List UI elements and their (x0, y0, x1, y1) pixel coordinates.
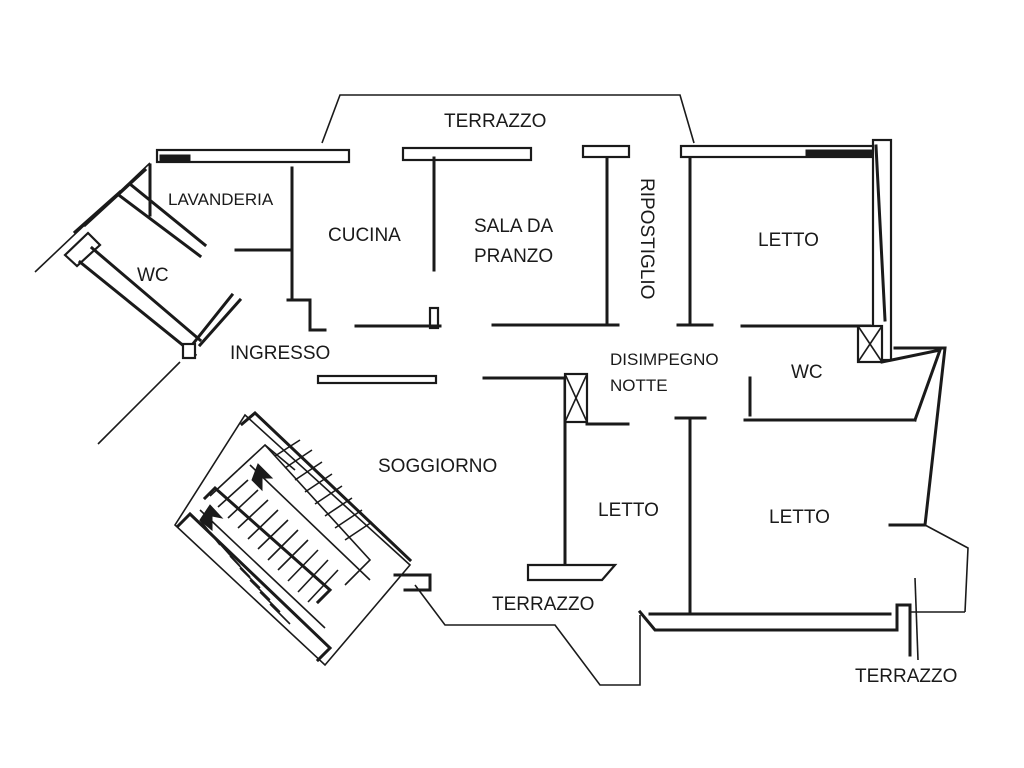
label-terrazzo-top: TERRAZZO (444, 111, 546, 132)
stair-treads (199, 439, 373, 625)
room-labels: TERRAZZO LAVANDERIA WC CUCINA SALA DA PR… (137, 111, 957, 687)
staircase (173, 410, 413, 667)
label-terrazzo-bottom: TERRAZZO (492, 594, 594, 615)
stair-arrow-up-1 (199, 504, 224, 532)
label-sala-line1: SALA DA (474, 216, 554, 237)
label-lavanderia: LAVANDERIA (168, 190, 274, 209)
terrace-top-outline (321, 94, 695, 144)
label-disimpegno-line2: NOTTE (610, 376, 668, 395)
stair-arrow-up-2 (251, 463, 274, 492)
label-ripostiglio: RIPOSTIGLIO (636, 178, 657, 299)
label-disimpegno-line1: DISIMPEGNO (610, 350, 719, 369)
south-outline (393, 573, 641, 686)
label-ingresso: INGRESSO (230, 343, 330, 364)
label-letto-se: LETTO (769, 507, 830, 528)
label-wc-right: WC (791, 362, 823, 383)
label-letto-ne: LETTO (758, 230, 819, 251)
interior-walls-north (234, 156, 884, 364)
label-cucina: CUCINA (328, 225, 401, 246)
label-wc-left: WC (137, 265, 169, 286)
interior-walls-middle (316, 346, 947, 527)
label-terrazzo-right: TERRAZZO (855, 666, 957, 687)
label-letto-center: LETTO (598, 500, 659, 521)
label-soggiorno: SOGGIORNO (378, 456, 497, 477)
interior-walls-south (526, 416, 969, 661)
west-wing-walls (34, 162, 243, 445)
label-sala-line2: PRANZO (474, 246, 553, 267)
